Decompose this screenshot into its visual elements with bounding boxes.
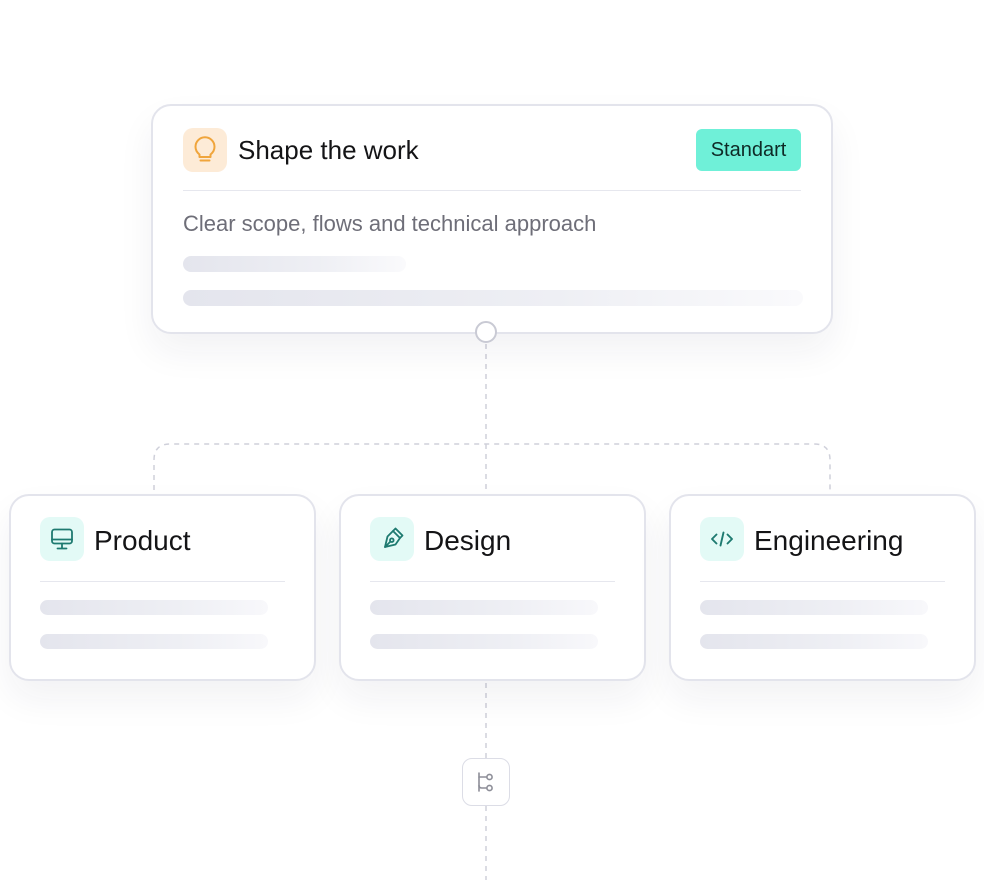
placeholder-line [183, 290, 803, 306]
placeholder-line [700, 634, 928, 649]
branch-title: Engineering [754, 525, 904, 556]
merge-node[interactable] [462, 758, 510, 806]
pen-nib-icon [370, 517, 414, 561]
placeholder-line [370, 634, 598, 649]
monitor-icon [40, 517, 84, 561]
branch-title: Product [94, 525, 191, 556]
divider [700, 581, 945, 582]
branch-card-engineering[interactable]: Engineering [669, 494, 976, 681]
connector-port[interactable] [473, 319, 499, 345]
placeholder-line [700, 600, 928, 615]
main-card-title: Shape the work [238, 135, 419, 165]
main-card-header: Shape the work Standart [183, 128, 801, 172]
divider [183, 190, 801, 191]
git-branch-icon [478, 772, 493, 792]
divider [40, 581, 285, 582]
main-card-description: Clear scope, flows and technical approac… [183, 211, 597, 236]
plan-badge[interactable]: Standart [696, 129, 801, 171]
placeholder-line [40, 600, 268, 615]
main-card-shape-the-work[interactable]: Shape the work Standart Clear scope, flo… [151, 104, 833, 334]
divider [370, 581, 615, 582]
branch-card-product[interactable]: Product [9, 494, 316, 681]
placeholder-line [40, 634, 268, 649]
code-icon [700, 517, 744, 561]
placeholder-line [183, 256, 406, 272]
branch-title: Design [424, 525, 512, 556]
lightbulb-icon [183, 128, 227, 172]
branch-card-design[interactable]: Design [339, 494, 646, 681]
placeholder-line [370, 600, 598, 615]
